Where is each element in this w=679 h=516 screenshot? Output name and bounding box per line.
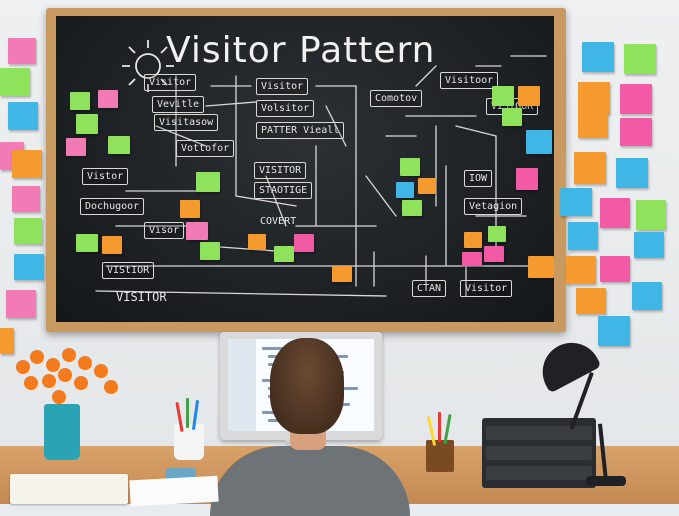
sun-icon <box>122 40 174 92</box>
sticky-note <box>66 138 86 156</box>
sticky-note <box>102 236 122 254</box>
sticky-note <box>624 44 656 74</box>
sticky-note <box>186 222 208 240</box>
sticky-note <box>492 86 514 106</box>
chalk-text: COVERT <box>260 216 297 227</box>
sticky-note <box>578 112 608 138</box>
chalk-label: IOW <box>464 170 493 187</box>
sticky-note <box>12 186 40 212</box>
pencil <box>438 412 441 442</box>
sticky-note <box>0 68 30 96</box>
sticky-note <box>600 198 630 228</box>
sticky-note <box>574 152 606 184</box>
sticky-note <box>396 182 414 198</box>
chalk-label: Visitor <box>256 78 309 95</box>
chalk-label: Vevitle <box>152 96 205 113</box>
notebook <box>10 474 128 504</box>
chalkboard: Visitor Pattern Visitor Vevitle Visitaso… <box>56 16 554 322</box>
sticky-note <box>634 232 664 258</box>
sticky-note <box>70 92 90 110</box>
sticky-note <box>12 150 42 178</box>
chalk-label: CTAN <box>412 280 447 297</box>
sticky-note <box>620 84 652 114</box>
sticky-note <box>568 222 598 250</box>
sticky-note <box>600 256 630 282</box>
sticky-note <box>462 252 482 266</box>
sticky-note <box>14 218 42 244</box>
sticky-note <box>582 42 614 72</box>
sticky-note <box>402 200 422 216</box>
pencil-holder <box>426 440 454 472</box>
sticky-note <box>108 136 130 154</box>
sticky-note <box>6 290 36 318</box>
chalk-label: Vetagion <box>464 198 523 215</box>
sticky-note <box>14 254 44 280</box>
chalk-label: Comotov <box>370 90 423 107</box>
chalk-label: Vistor <box>82 168 129 185</box>
sticky-note <box>632 282 662 310</box>
sticky-note <box>576 288 606 314</box>
chalk-label: Visitor <box>144 74 197 91</box>
pencil-cup <box>174 424 204 460</box>
desk-organizer <box>482 418 596 488</box>
sticky-note <box>8 38 36 64</box>
chalk-label: VISITOR <box>254 162 307 179</box>
sticky-note <box>294 234 314 252</box>
chalk-label: STAOTIGE <box>254 182 313 199</box>
paper-sheet <box>129 475 219 507</box>
chalk-label: Vottofor <box>176 140 235 157</box>
sticky-note <box>248 234 266 250</box>
sticky-note <box>464 232 482 248</box>
sticky-note <box>98 90 118 108</box>
sticky-note <box>200 242 220 260</box>
sticky-note <box>516 168 538 190</box>
chalk-label: VIStIOR <box>102 262 155 279</box>
board-title: Visitor Pattern <box>166 30 436 71</box>
sticky-note <box>332 266 352 282</box>
chalk-label: Visitor <box>460 280 513 297</box>
sticky-note <box>76 114 98 134</box>
sticky-note <box>518 86 540 106</box>
sticky-note <box>502 108 522 126</box>
sticky-note <box>400 158 420 176</box>
chalk-label: Visor <box>144 222 185 239</box>
pencil <box>186 398 189 428</box>
sticky-note <box>616 158 648 188</box>
sticky-note <box>566 256 596 284</box>
desk-lamp-base <box>586 476 626 486</box>
editor-sidebar <box>228 339 256 431</box>
sticky-note <box>578 82 610 114</box>
sticky-note <box>8 102 38 130</box>
sticky-note <box>636 200 666 230</box>
sticky-note <box>526 130 552 154</box>
chalk-label: Visitoor <box>440 72 499 89</box>
chalk-bottom-text: VISITOR <box>116 290 167 304</box>
sticky-note <box>274 246 294 262</box>
person-head <box>270 338 344 434</box>
chalk-label: PATTER Vieall <box>256 122 345 139</box>
sticky-note <box>76 234 98 252</box>
flower-vase <box>44 404 80 460</box>
orange-flowers <box>8 346 126 412</box>
sticky-note <box>620 118 652 146</box>
chalk-label: Visitasow <box>154 114 219 131</box>
sticky-note <box>484 246 504 262</box>
sticky-note <box>196 172 220 192</box>
sticky-note <box>0 328 14 354</box>
sticky-note <box>418 178 436 194</box>
sticky-note <box>598 316 630 346</box>
sticky-note <box>528 256 554 278</box>
sticky-note <box>560 188 592 216</box>
chalk-label: Volsitor <box>256 100 315 117</box>
chalk-label: Dochugoor <box>80 198 145 215</box>
sticky-note <box>180 200 200 218</box>
sticky-note <box>488 226 506 242</box>
